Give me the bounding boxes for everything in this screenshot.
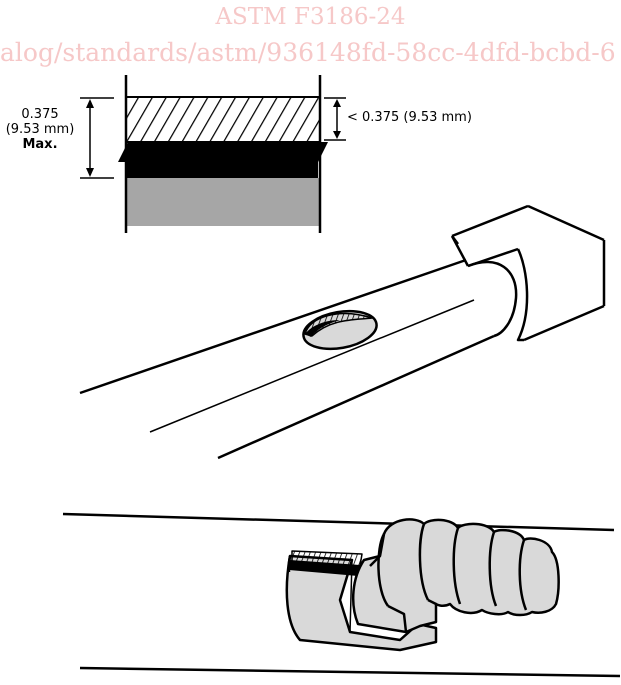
clamp-illustration	[62, 512, 621, 678]
gray-layer	[126, 178, 320, 226]
left-dim-mm: (9.53 mm)	[5, 122, 75, 137]
left-arrow-down	[86, 168, 94, 177]
left-dim-note: Max.	[22, 137, 58, 152]
watermark-url: alog/standards/astm/936148fd-58cc-4dfd-b…	[0, 38, 616, 67]
right-arrow-down	[333, 131, 341, 139]
right-dimension-label: < 0.375 (9.53 mm)	[347, 110, 472, 125]
hole-hatched-edge	[304, 312, 373, 337]
hatched-layer	[125, 96, 321, 143]
left-arrow-up	[86, 99, 94, 108]
right-arrow-up	[333, 99, 341, 107]
left-dimension-label: 0.375 (9.53 mm) Max.	[0, 107, 80, 152]
left-dim-value: 0.375	[21, 107, 59, 122]
watermark-title: ASTM F3186-24	[215, 4, 406, 30]
cross-section-diagram	[80, 75, 346, 233]
black-layer	[118, 142, 328, 178]
tube-illustration	[79, 204, 606, 460]
